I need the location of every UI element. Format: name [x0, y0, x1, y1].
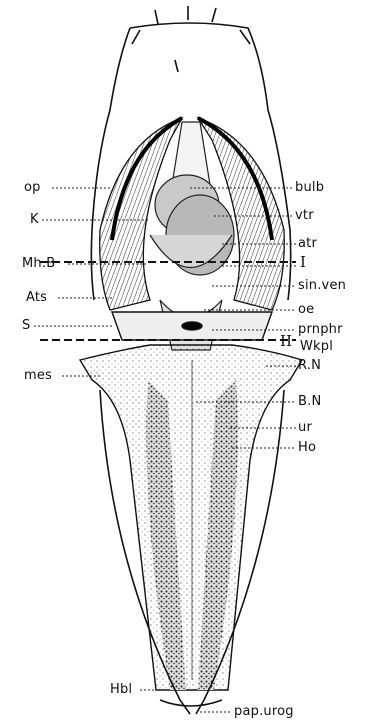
label-ats: Ats: [26, 291, 47, 305]
label-bn: B.N: [298, 395, 321, 409]
label-K: K: [30, 213, 39, 227]
pericardial-septum: [112, 312, 272, 340]
label-vtr: vtr: [295, 209, 314, 223]
label-wkpl: Wkpl: [300, 340, 333, 354]
section-mark-I: I: [300, 255, 306, 269]
label-S: S: [22, 319, 30, 333]
label-paprog: pap.urog: [234, 705, 294, 719]
label-ur: ur: [298, 421, 312, 435]
label-hbl: Hbl: [110, 683, 132, 697]
label-mes: mes: [24, 369, 52, 383]
label-oe: oe: [298, 303, 314, 317]
label-bulb: bulb: [295, 181, 324, 195]
section-mark-II: II: [280, 334, 292, 348]
label-ho: Ho: [298, 441, 316, 455]
label-op: op: [24, 181, 41, 195]
label-sinven: sin.ven: [298, 279, 346, 293]
label-atr: atr: [298, 237, 317, 251]
label-prnphr: prnphr: [298, 323, 343, 337]
label-rn: R.N: [298, 359, 321, 373]
body-trunk: [80, 345, 302, 690]
label-mhb: Mh.B: [22, 257, 55, 271]
